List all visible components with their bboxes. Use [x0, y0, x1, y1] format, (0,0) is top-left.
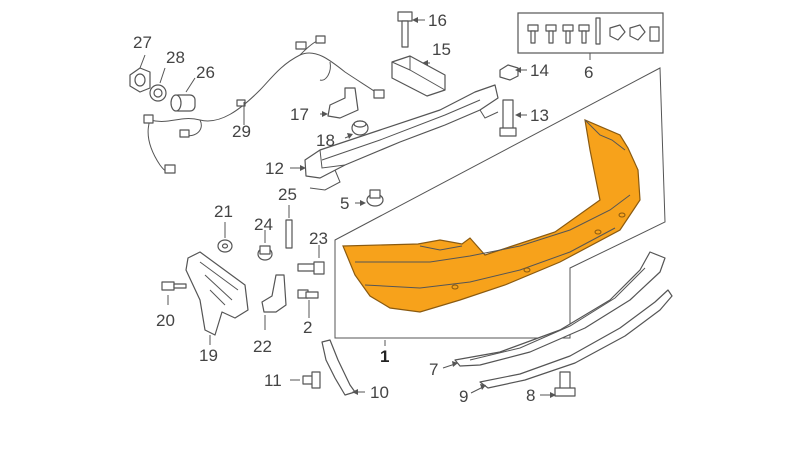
sensor-hole: [523, 267, 531, 273]
callout-17: 17: [290, 105, 309, 124]
screw-20[interactable]: [161, 281, 187, 291]
callout-18: 18: [316, 131, 335, 150]
callout-14: 14: [530, 61, 549, 80]
callout-26: 26: [196, 63, 215, 82]
nut-14[interactable]: [499, 64, 519, 81]
clip-11[interactable]: [302, 371, 321, 389]
reinforcement-bar[interactable]: [304, 84, 499, 191]
bolt-8[interactable]: [554, 371, 576, 397]
grommet-24[interactable]: [257, 245, 273, 261]
sensor-hole: [618, 212, 626, 218]
callouts: 1 2 5 6 7 8 9 10 11 12 13 14 15 16 17 18…: [133, 11, 593, 406]
kit-screw: [562, 24, 574, 44]
callout-19: 19: [199, 346, 218, 365]
sensor-hole: [594, 229, 602, 235]
hardware-kit[interactable]: [517, 12, 664, 54]
kit-nut: [649, 26, 660, 42]
guide-10[interactable]: [321, 339, 356, 396]
callout-24: 24: [254, 215, 273, 234]
callout-13: 13: [530, 106, 549, 125]
sensor-hole: [451, 284, 459, 290]
kit-screw: [527, 24, 539, 44]
side-bracket[interactable]: [185, 251, 249, 336]
kit-clip: [629, 24, 646, 41]
callout-5: 5: [340, 194, 349, 213]
bracket-17[interactable]: [327, 87, 359, 119]
kit-pin: [595, 17, 601, 45]
callout-6: 6: [584, 63, 593, 82]
callout-25: 25: [278, 185, 297, 204]
washer-21[interactable]: [217, 239, 233, 253]
wiring-harness[interactable]: [143, 35, 385, 174]
bolt-23[interactable]: [297, 261, 325, 275]
energy-absorber[interactable]: [391, 55, 446, 97]
callout-1: 1: [380, 347, 389, 366]
grommet-18[interactable]: [351, 120, 369, 136]
kit-clip: [609, 24, 626, 41]
lower-valance[interactable]: [454, 251, 666, 367]
callout-20: 20: [156, 311, 175, 330]
leader-lines: [139, 17, 591, 398]
callout-16: 16: [428, 11, 447, 30]
clip-5[interactable]: [366, 189, 384, 207]
callout-22: 22: [253, 337, 272, 356]
bracket-22[interactable]: [261, 274, 287, 313]
callout-9: 9: [459, 387, 468, 406]
callout-27: 27: [133, 33, 152, 52]
callout-11: 11: [264, 371, 282, 390]
pin-25[interactable]: [285, 219, 293, 249]
callout-29: 29: [232, 122, 251, 141]
callout-23: 23: [309, 229, 328, 248]
callout-12: 12: [265, 159, 284, 178]
kit-screw: [578, 24, 590, 44]
callout-7: 7: [429, 360, 438, 379]
bumper-cover[interactable]: [342, 119, 641, 313]
callout-8: 8: [526, 386, 535, 405]
bolt-16[interactable]: [397, 11, 413, 48]
bumper-group-frame: [334, 67, 666, 339]
bolt-13[interactable]: [499, 99, 517, 137]
lower-trim[interactable]: [479, 289, 673, 389]
kit-screw: [545, 24, 557, 44]
callout-2: 2: [303, 318, 312, 337]
bolt-2[interactable]: [297, 289, 319, 299]
sensor-ring[interactable]: [149, 84, 167, 102]
sensor-bracket[interactable]: [129, 67, 151, 93]
callout-10: 10: [370, 383, 389, 402]
callout-21: 21: [214, 202, 233, 221]
callout-15: 15: [432, 40, 451, 59]
park-sensor[interactable]: [170, 94, 196, 112]
callout-28: 28: [166, 48, 185, 67]
